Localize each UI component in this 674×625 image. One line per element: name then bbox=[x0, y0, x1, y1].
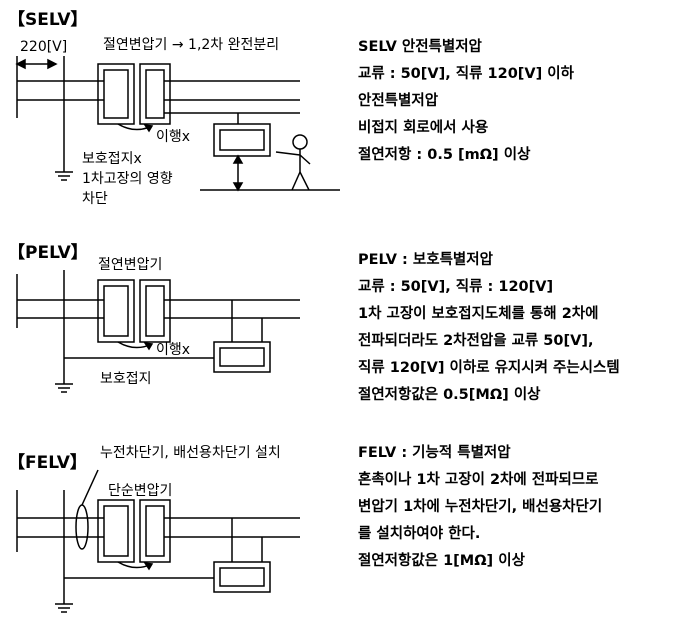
selv-heading: 【SELV】 bbox=[8, 10, 88, 30]
selv-gap-arrow-down bbox=[232, 182, 244, 192]
felv-load-box bbox=[213, 561, 271, 593]
selv-desc-line-2: 교류 : 50[V], 직류 120[V] 이하 bbox=[358, 66, 574, 82]
selv-arrow-head-left bbox=[15, 58, 26, 70]
selv-gap-arrow-up bbox=[232, 154, 244, 164]
pelv-desc-line-5: 직류 120[V] 이하로 유지시켜 주는시스템 bbox=[358, 360, 620, 376]
pelv-heading: 【PELV】 bbox=[8, 243, 88, 263]
pelv-desc-line-1: PELV : 보호특별저압 bbox=[358, 252, 493, 268]
person-arm-right bbox=[299, 154, 311, 165]
selv-desc-line-3: 안전특별저압 bbox=[358, 93, 439, 109]
pelv-load-inner bbox=[219, 347, 265, 367]
felv-desc-line-4: 를 설치하여야 한다. bbox=[358, 526, 481, 542]
felv-move-arrowhead bbox=[143, 562, 154, 571]
pelv-desc-line-3: 1차 고장이 보호접지도체를 통해 2차에 bbox=[358, 306, 599, 322]
person-head bbox=[292, 134, 308, 150]
felv-breaker-leader bbox=[81, 469, 99, 506]
pelv-move-arrowhead bbox=[143, 342, 154, 351]
felv-desc-line-1: FELV : 기능적 특별저압 bbox=[358, 445, 511, 461]
felv-desc-line-3: 변압기 1차에 누전차단기, 배선용차단기 bbox=[358, 499, 603, 515]
felv-transformer-primary-inner bbox=[103, 505, 129, 557]
pelv-transformer-secondary-inner bbox=[145, 285, 165, 337]
pelv-transformer-secondary bbox=[139, 279, 171, 343]
felv-load-inner bbox=[219, 567, 265, 587]
selv-transformer-primary-inner bbox=[103, 69, 129, 119]
felv-heading: 【FELV】 bbox=[8, 453, 87, 473]
person-arm-left bbox=[275, 151, 301, 156]
selv-earth-label-1: 보호접지x bbox=[82, 151, 142, 167]
pelv-load-box bbox=[213, 341, 271, 373]
pelv-transformer-primary bbox=[97, 279, 135, 343]
felv-transformer-primary bbox=[97, 499, 135, 563]
pelv-transformer-primary-inner bbox=[103, 285, 129, 337]
selv-desc-line-5: 절연저항 : 0.5 [mΩ] 이상 bbox=[358, 147, 531, 163]
pelv-desc-line-4: 전파되더라도 2차전압을 교류 50[V], bbox=[358, 333, 594, 349]
felv-breaker-label: 누전차단기, 배선용차단기 설치 bbox=[100, 445, 281, 461]
selv-earth-label-3: 차단 bbox=[82, 191, 108, 207]
selv-transformer-secondary bbox=[139, 63, 171, 125]
selv-desc-line-1: SELV 안전특별저압 bbox=[358, 39, 482, 55]
felv-transformer-label: 단순변압기 bbox=[108, 483, 173, 499]
felv-circuit bbox=[16, 469, 300, 613]
pelv-move-label: 이행x bbox=[156, 342, 191, 358]
pelv-earth-label: 보호접지 bbox=[100, 371, 152, 387]
felv-transformer-secondary-inner bbox=[145, 505, 165, 557]
selv-move-arrowhead bbox=[143, 124, 154, 133]
person-leg-right bbox=[299, 171, 310, 191]
felv-desc-line-2: 혼촉이나 1차 고장이 2차에 전파되므로 bbox=[358, 472, 599, 488]
selv-circuit bbox=[15, 56, 340, 192]
selv-desc-line-4: 비접지 회로에서 사용 bbox=[358, 120, 489, 136]
selv-load-box bbox=[213, 123, 271, 157]
pelv-transformer-label: 절연변압기 bbox=[98, 257, 163, 273]
selv-voltage-label: 220[V] bbox=[20, 39, 68, 55]
selv-arrow-head-right bbox=[47, 58, 58, 70]
pelv-circuit bbox=[16, 270, 300, 393]
selv-transformer-primary bbox=[97, 63, 135, 125]
person-leg-left bbox=[291, 171, 301, 191]
felv-desc-line-5: 절연저항값은 1[MΩ] 이상 bbox=[358, 553, 525, 569]
selv-move-label: 이행x bbox=[156, 129, 191, 145]
pelv-desc-line-6: 절연저항값은 0.5[MΩ] 이상 bbox=[358, 387, 541, 403]
selv-earth-label-2: 1차고장의 영향 bbox=[82, 171, 173, 187]
pelv-desc-line-2: 교류 : 50[V], 직류 : 120[V] bbox=[358, 279, 554, 295]
selv-load-inner bbox=[219, 129, 265, 151]
felv-breaker-ellipse bbox=[75, 504, 89, 550]
selv-transformer-label: 절연변압기 → 1,2차 완전분리 bbox=[103, 37, 280, 53]
felv-transformer-secondary bbox=[139, 499, 171, 563]
selv-transformer-secondary-inner bbox=[145, 69, 165, 119]
